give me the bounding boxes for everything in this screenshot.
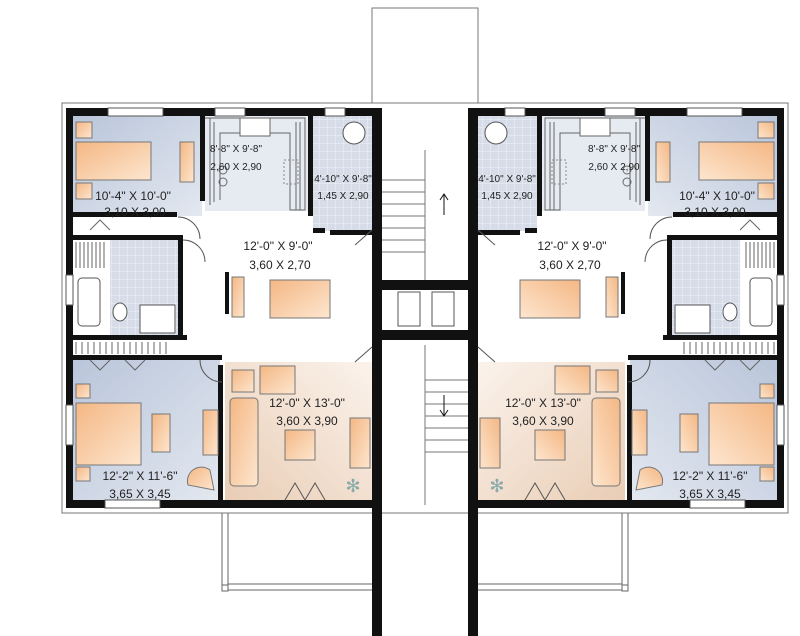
dining-metric: 3,60 X 2,70 [539,258,601,272]
bathroom-metric: 1,45 X 2,90 [317,191,369,202]
bedroom-2-metric: 3,65 X 3,45 [679,487,741,501]
stair-down-arrow-icon [439,395,449,417]
left-unit-labels: 8'-8" X 9'-8" 2,60 X 2,90 4'-10" X 9'-8"… [95,144,372,501]
bedroom-2-label: 12'-2" X 11'-6" [673,469,748,483]
dining-metric: 3,60 X 2,70 [249,258,311,272]
kitchen-label: 8'-8" X 9'-8" [210,144,263,155]
building-outline [61,102,789,514]
bedroom-1-label: 10'-4" X 10'-0" [679,189,755,203]
dining-label: 12'-0" X 9'-0" [243,239,312,253]
living-metric: 3,60 X 3,90 [276,414,338,428]
living-label: 12'-0" X 13'-0" [269,396,345,410]
bathroom-metric: 1,45 X 2,90 [481,191,533,202]
top-landing [371,7,479,103]
bedroom-2-label: 12'-2" X 11'-6" [103,469,178,483]
right-unit [424,107,785,636]
living-metric: 3,60 X 3,90 [512,414,574,428]
living-label: 12'-0" X 13'-0" [505,396,581,410]
kitchen-metric: 2,60 X 2,90 [210,162,262,173]
bedroom-1-metric: 3,10 X 3,00 [684,205,746,219]
dining-label: 12'-0" X 9'-0" [537,239,606,253]
bedroom-1-metric: 3,10 X 3,00 [104,205,166,219]
bathroom-label: 4'-10" X 9'-8" [478,174,536,185]
bathroom-label: 4'-10" X 9'-8" [314,174,372,185]
stair-up-arrow-icon [439,193,449,215]
bedroom-2-metric: 3,65 X 3,45 [109,487,171,501]
bedroom-1-label: 10'-4" X 10'-0" [95,189,171,203]
stair-core [382,116,468,505]
kitchen-metric: 2,60 X 2,90 [588,162,640,173]
left-unit [65,107,426,636]
kitchen-label: 8'-8" X 9'-8" [588,144,641,155]
right-unit-labels: 8'-8" X 9'-8" 2,60 X 2,90 4'-10" X 9'-8"… [478,144,755,501]
